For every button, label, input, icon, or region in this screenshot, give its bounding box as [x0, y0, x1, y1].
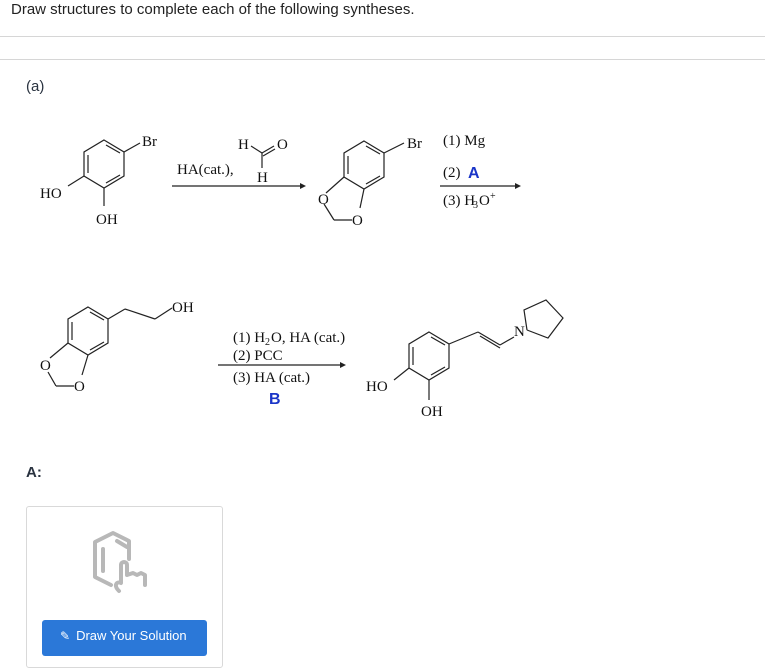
hydroxy-label: OH [96, 212, 118, 228]
page-title: Draw structures to complete each of the … [11, 1, 415, 18]
bromo-label: Br [142, 134, 157, 150]
svg-text:2: 2 [265, 337, 270, 348]
hydroxy-label: HO [40, 186, 62, 202]
draw-structure-icon [93, 531, 147, 593]
divider [0, 36, 765, 37]
answer-drawing-box[interactable]: ✎Draw Your Solution [26, 506, 223, 668]
step-3: (3) H [443, 193, 475, 209]
reagent-label: HA(cat.), [177, 162, 234, 178]
hydroxy-label: HO [366, 379, 388, 395]
formaldehyde-o: O [277, 137, 288, 153]
oxygen-label: O [74, 379, 85, 395]
unknown-a: A [468, 165, 480, 182]
formaldehyde-h: H [257, 170, 268, 186]
hydroxy-label: OH [421, 404, 443, 420]
step-1: (1) H [233, 330, 265, 346]
step-2: (2) PCC [233, 348, 283, 364]
oxygen-label: O [352, 213, 363, 229]
oxygen-label: O [318, 192, 329, 208]
svg-text:O: O [479, 193, 490, 209]
part-label: (a) [26, 78, 45, 95]
oxygen-label: O [40, 358, 51, 374]
step-1: (1) Mg [443, 133, 486, 149]
hydroxy-label: OH [172, 300, 194, 316]
answer-label: A: [26, 464, 42, 481]
divider [0, 59, 765, 60]
step-3: (3) HA (cat.) [233, 370, 310, 386]
unknown-b: B [269, 391, 281, 408]
bromo-label: Br [407, 136, 422, 152]
draw-solution-button[interactable]: ✎Draw Your Solution [42, 620, 207, 656]
step-2: (2) [443, 165, 461, 181]
formaldehyde-h: H [238, 137, 249, 153]
reaction-scheme: Br HO OH HA(cat.), H O H Br O O (1) Mg (… [40, 133, 564, 420]
svg-text:O, HA (cat.): O, HA (cat.) [271, 330, 345, 346]
svg-text:+: + [490, 191, 496, 202]
svg-text:3: 3 [473, 200, 478, 211]
nitrogen-label: N [514, 324, 525, 340]
pencil-icon: ✎ [60, 629, 71, 643]
